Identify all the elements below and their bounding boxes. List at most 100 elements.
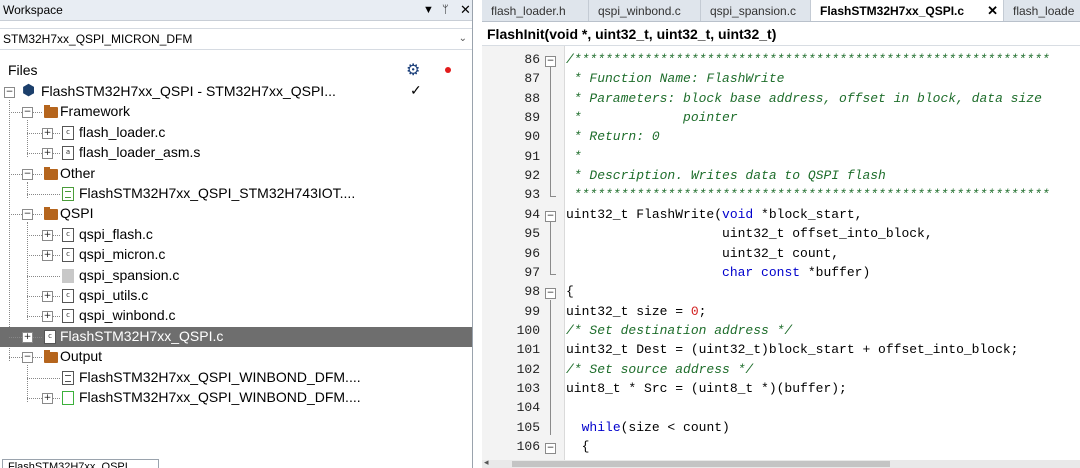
code-line[interactable]: uint32_t size = 0; bbox=[566, 304, 706, 319]
fold-toggle-icon[interactable]: − bbox=[545, 56, 556, 67]
tree-item-label: QSPI bbox=[60, 205, 94, 222]
tree-file-row[interactable]: FlashSTM32H7xx_QSPI_STM32H743IOT.... bbox=[0, 184, 472, 204]
s-file-icon: a bbox=[62, 146, 74, 161]
editor-tab[interactable]: qspi_winbond.c bbox=[589, 0, 701, 21]
line-number: 102 bbox=[516, 361, 540, 377]
expand-icon[interactable]: + bbox=[42, 291, 53, 302]
pin-icon[interactable]: ᛘ bbox=[442, 4, 449, 16]
c-file-icon: c bbox=[44, 329, 56, 344]
scrollbar-thumb[interactable] bbox=[512, 461, 890, 467]
tree-folder-row[interactable]: − Output bbox=[0, 347, 472, 367]
code-line[interactable]: uint32_t Dest = (uint32_t)block_start + … bbox=[566, 342, 1018, 357]
code-line[interactable]: * Description. Writes data to QSPI flash bbox=[566, 168, 886, 183]
code-line[interactable]: * pointer bbox=[566, 110, 738, 125]
collapse-icon[interactable]: − bbox=[22, 352, 33, 364]
line-number: 93 bbox=[524, 187, 540, 203]
collapse-icon[interactable]: − bbox=[4, 87, 15, 98]
code-text bbox=[566, 420, 582, 435]
code-line[interactable]: * Function Name: FlashWrite bbox=[566, 71, 785, 86]
code-line[interactable]: * bbox=[566, 149, 582, 164]
tree-item-label: FlashSTM32H7xx_QSPI.c bbox=[60, 327, 224, 344]
red-dot-icon bbox=[445, 67, 451, 73]
close-tab-icon[interactable]: ✕ bbox=[987, 3, 998, 18]
chevron-down-icon[interactable]: ⌄ bbox=[458, 33, 467, 44]
line-number: 96 bbox=[524, 245, 540, 261]
close-icon[interactable]: ✕ bbox=[460, 2, 471, 17]
code-keyword: char const bbox=[722, 264, 801, 280]
tree-folder-row[interactable]: − QSPI bbox=[0, 204, 472, 224]
tree-folder-row[interactable]: −Framework bbox=[0, 102, 472, 122]
code-comment: * pointer bbox=[566, 110, 738, 126]
horizontal-scrollbar[interactable]: ◂ bbox=[482, 457, 1080, 468]
code-line[interactable]: /* Set destination address */ bbox=[566, 323, 792, 338]
code-line[interactable]: char const *buffer) bbox=[566, 265, 870, 280]
line-number: 87 bbox=[524, 71, 540, 87]
gear-icon[interactable]: ⚙ bbox=[406, 62, 421, 79]
code-line[interactable]: * Parameters: block base address, offset… bbox=[566, 91, 1042, 106]
doc-outline-green-icon bbox=[62, 391, 74, 405]
tree-item-label: Output bbox=[60, 348, 103, 365]
collapse-icon[interactable]: − bbox=[22, 107, 33, 119]
configuration-select-value: STM32H7xx_QSPI_MICRON_DFM bbox=[3, 32, 193, 46]
expand-icon[interactable]: + bbox=[42, 229, 53, 241]
expand-icon[interactable]: + bbox=[22, 331, 33, 343]
configuration-select[interactable]: STM32H7xx_QSPI_MICRON_DFM ⌄ bbox=[0, 28, 472, 50]
tree-item-label: qspi_flash.c bbox=[79, 225, 153, 242]
expand-icon[interactable]: + bbox=[42, 250, 53, 262]
scroll-left-icon[interactable]: ◂ bbox=[484, 457, 489, 467]
tree-file-row[interactable]: FlashSTM32H7xx_QSPI_WINBOND_DFM.... bbox=[0, 368, 472, 388]
line-number: 105 bbox=[516, 419, 540, 435]
expand-icon[interactable]: + bbox=[42, 148, 53, 160]
collapse-icon[interactable]: − bbox=[22, 168, 33, 180]
code-line[interactable]: /* Set source address */ bbox=[566, 362, 753, 377]
code-line[interactable]: uint8_t * Src = (uint8_t *)(buffer); bbox=[566, 381, 847, 396]
code-text: uint32_t offset_into_block, bbox=[566, 226, 933, 242]
line-number: 89 bbox=[524, 110, 540, 126]
doc-green-icon bbox=[62, 187, 74, 201]
fold-toggle-icon[interactable]: − bbox=[545, 288, 556, 300]
code-comment: * bbox=[566, 148, 582, 164]
line-number: 92 bbox=[524, 168, 540, 184]
code-line[interactable]: { bbox=[566, 284, 574, 299]
code-line[interactable]: uint32_t FlashWrite(void *block_start, bbox=[566, 207, 862, 222]
editor-tab[interactable]: flash_loader.h bbox=[482, 0, 589, 21]
expand-icon[interactable]: + bbox=[42, 393, 53, 404]
code-line[interactable]: uint32_t offset_into_block, bbox=[566, 226, 933, 241]
code-text: uint32_t count, bbox=[566, 245, 840, 261]
fold-toggle-icon[interactable]: − bbox=[545, 210, 556, 222]
bottom-tab-workspace[interactable]: FlashSTM32H7xx_QSPI bbox=[2, 459, 159, 468]
fold-guide bbox=[550, 376, 551, 397]
code-text: { bbox=[566, 439, 590, 454]
code-line[interactable]: while(size < count) bbox=[566, 420, 730, 435]
code-line[interactable]: * Return: 0 bbox=[566, 129, 660, 144]
tree-folder-row[interactable]: −Other bbox=[0, 164, 472, 184]
code-line[interactable]: ****************************************… bbox=[566, 187, 1050, 202]
editor-tab[interactable]: qspi_spansion.c bbox=[701, 0, 811, 21]
expand-icon[interactable]: + bbox=[42, 311, 53, 323]
code-line[interactable]: uint32_t count, bbox=[566, 246, 839, 261]
c-file-icon: c bbox=[62, 289, 74, 303]
code-keyword: void bbox=[722, 206, 754, 222]
collapse-icon[interactable]: − bbox=[22, 209, 33, 221]
tree-file-row[interactable]: +FlashSTM32H7xx_QSPI_WINBOND_DFM.... bbox=[0, 388, 472, 408]
editor-tab[interactable]: FlashSTM32H7xx_QSPI.c✕ bbox=[811, 0, 1004, 21]
fold-toggle-icon[interactable]: − bbox=[545, 443, 556, 454]
tree-file-row[interactable]: qspi_spansion.c bbox=[0, 266, 472, 286]
tree-project-row[interactable]: −⬢FlashSTM32H7xx_QSPI - STM32H7xx_QSPI..… bbox=[0, 82, 472, 102]
dropdown-icon[interactable]: ▼ bbox=[423, 4, 434, 16]
code-line[interactable]: /***************************************… bbox=[566, 52, 1050, 67]
editor-tab-label: flash_loader.h bbox=[491, 4, 566, 18]
tree-file-row[interactable]: + c FlashSTM32H7xx_QSPI.c bbox=[0, 326, 472, 347]
code-line[interactable]: { bbox=[566, 439, 590, 454]
expand-icon[interactable]: + bbox=[42, 127, 53, 139]
editor-tab[interactable]: flash_loade bbox=[1004, 0, 1080, 21]
function-navigator[interactable]: FlashInit(void *, uint32_t, uint32_t, ui… bbox=[482, 22, 1080, 46]
